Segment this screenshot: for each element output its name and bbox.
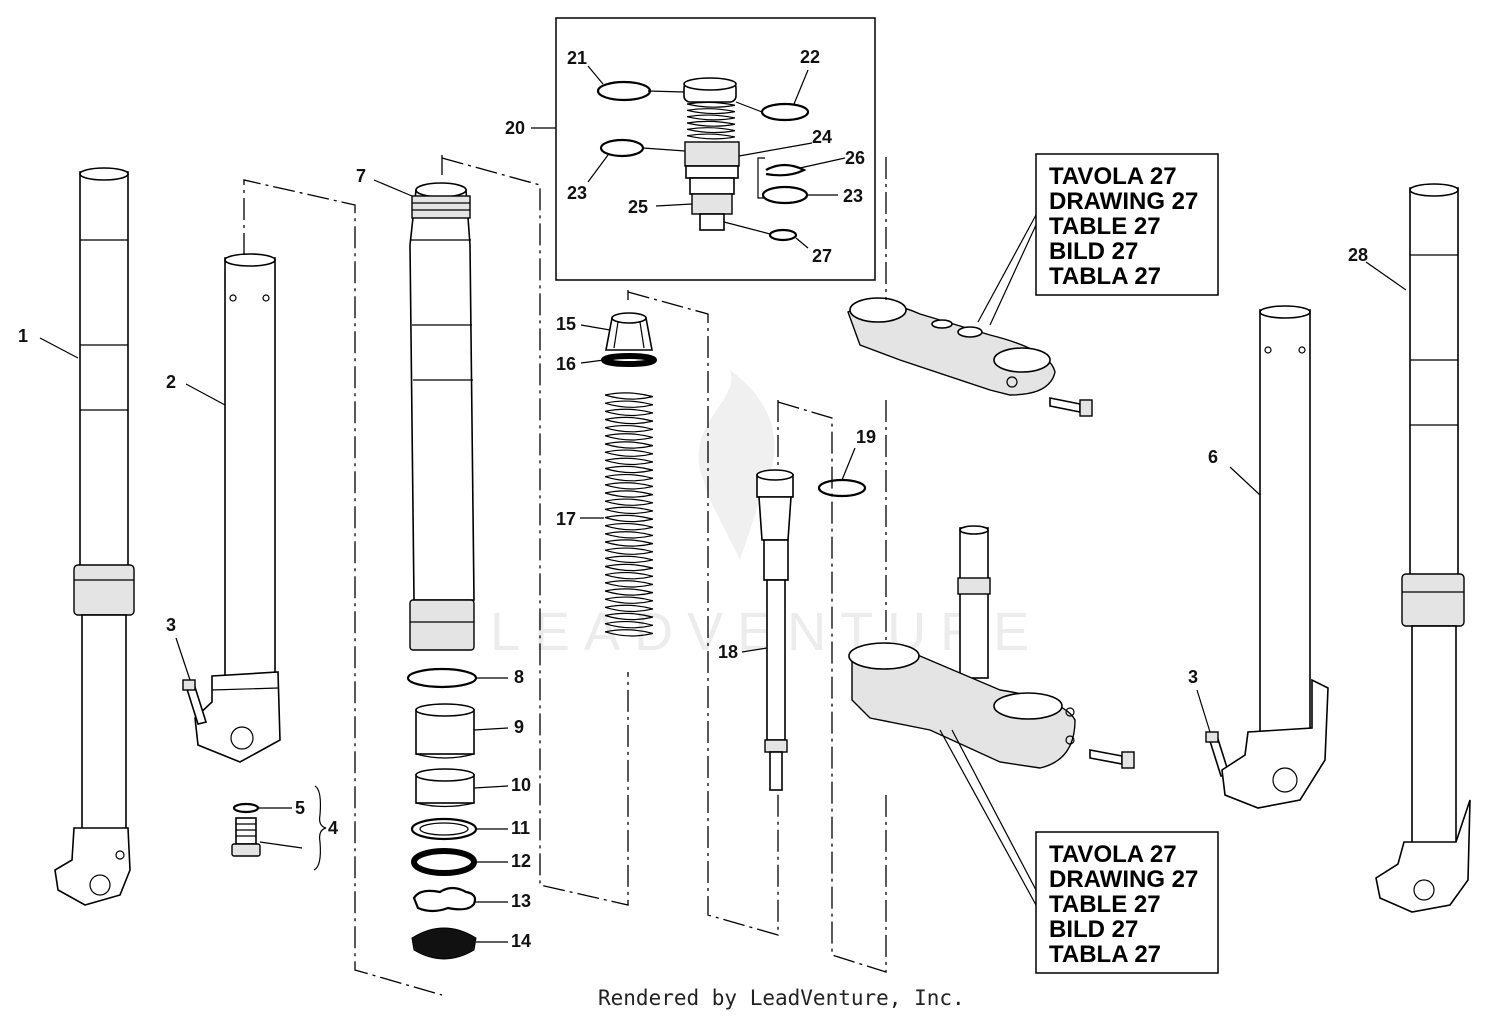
reference-box-lower: TAVOLA 27 DRAWING 27 TABLE 27 BILD 27 TA… [1035, 831, 1219, 974]
ref-lower-line-2: DRAWING 27 [1049, 866, 1198, 893]
watermark-flame-icon [698, 370, 775, 560]
callout-18[interactable]: 18 [718, 642, 738, 662]
callout-26[interactable]: 26 [845, 148, 865, 168]
callouts: 1 2 3 3 4 5 6 7 8 9 10 11 12 13 14 15 16… [18, 47, 1368, 951]
part-7-outer-tube[interactable] [409, 182, 475, 651]
ref-lower-line-4: BILD 27 [1049, 916, 1138, 943]
part-28-fork-leg[interactable] [1375, 183, 1471, 913]
ref-upper-line-2: DRAWING 27 [1049, 188, 1198, 215]
part-4-brace [313, 785, 327, 871]
part-11-washer[interactable] [410, 817, 478, 841]
part-9-bushing[interactable] [415, 703, 475, 759]
reference-box-upper: TAVOLA 27 DRAWING 27 TABLE 27 BILD 27 TA… [1035, 153, 1219, 296]
steering-stem-lower-clamp[interactable] [848, 525, 1135, 769]
callout-11[interactable]: 11 [511, 818, 530, 838]
upper-triple-clamp[interactable] [847, 297, 1093, 417]
callout-14[interactable]: 14 [511, 931, 531, 951]
part-5-o-ring[interactable] [232, 802, 260, 814]
watermark-text: LEADVENTURE [490, 602, 1043, 662]
assembly-center-lines [243, 155, 887, 996]
ref-lower-line-5: TABLA 27 [1049, 941, 1161, 968]
ref-upper-line-4: BILD 27 [1049, 238, 1138, 265]
ref-lower-line-3: TABLE 27 [1049, 891, 1161, 918]
callout-25[interactable]: 25 [628, 197, 648, 217]
callout-20[interactable]: 20 [505, 118, 525, 138]
part-13-clip[interactable] [412, 886, 477, 913]
callout-28[interactable]: 28 [1348, 245, 1368, 265]
inset-box [555, 17, 876, 281]
callout-19[interactable]: 19 [856, 427, 876, 447]
callout-3-left[interactable]: 3 [166, 615, 176, 635]
part-20-valve-assembly[interactable] [683, 77, 740, 231]
part-26-circlip[interactable] [765, 163, 807, 177]
part-16-ring[interactable] [601, 353, 657, 367]
ref-upper-line-1: TAVOLA 27 [1049, 163, 1177, 190]
part-23-o-ring-right[interactable] [761, 185, 809, 205]
part-27-o-ring[interactable] [768, 228, 798, 242]
part-3-bolt-left[interactable] [182, 679, 208, 725]
part-12-oil-seal[interactable] [411, 848, 477, 876]
part-19-o-ring[interactable] [817, 478, 867, 498]
callout-4[interactable]: 4 [328, 818, 338, 838]
part-6-inner-tube[interactable] [1221, 305, 1329, 809]
inset-bracket [757, 157, 765, 199]
part-18-cartridge[interactable] [756, 469, 794, 791]
part-2-inner-tube[interactable] [194, 253, 281, 763]
part-17-spring[interactable] [604, 392, 654, 637]
ref-upper-line-3: TABLE 27 [1049, 213, 1161, 240]
callout-2[interactable]: 2 [166, 372, 176, 392]
ref-lower-line-1: TAVOLA 27 [1049, 841, 1177, 868]
callout-23-right[interactable]: 23 [843, 186, 863, 206]
callout-1[interactable]: 1 [18, 326, 28, 346]
callout-15[interactable]: 15 [556, 314, 576, 334]
callout-3-right[interactable]: 3 [1188, 667, 1198, 687]
part-23-o-ring-left[interactable] [599, 138, 645, 158]
callout-5[interactable]: 5 [295, 798, 305, 818]
part-8-snap-ring[interactable] [406, 667, 478, 689]
part-15-fork-cap[interactable] [605, 312, 653, 351]
callout-16[interactable]: 16 [556, 354, 576, 374]
callout-6[interactable]: 6 [1208, 447, 1218, 467]
callout-21[interactable]: 21 [567, 48, 587, 68]
part-14-dust-seal[interactable] [411, 927, 477, 960]
leader-lines [39, 65, 1407, 943]
part-22-o-ring[interactable] [760, 102, 810, 122]
callout-27[interactable]: 27 [812, 246, 832, 266]
callout-8[interactable]: 8 [514, 667, 524, 687]
ref-upper-line-5: TABLA 27 [1049, 263, 1161, 290]
callout-7[interactable]: 7 [356, 166, 366, 186]
part-4-valve[interactable] [231, 817, 261, 857]
callout-12[interactable]: 12 [511, 851, 531, 871]
callout-10[interactable]: 10 [511, 775, 531, 795]
part-21-o-ring[interactable] [596, 80, 652, 102]
callout-13[interactable]: 13 [511, 891, 531, 911]
callout-22[interactable]: 22 [800, 47, 820, 67]
callout-9[interactable]: 9 [514, 717, 524, 737]
callout-23-left[interactable]: 23 [567, 183, 587, 203]
part-10-bushing[interactable] [415, 768, 475, 808]
callout-17[interactable]: 17 [556, 509, 576, 529]
watermark: LEADVENTURE [490, 370, 1043, 662]
part-1-fork-leg[interactable] [54, 167, 135, 906]
callout-24[interactable]: 24 [812, 127, 832, 147]
footer-credit: Rendered by LeadVenture, Inc. [598, 986, 965, 1010]
